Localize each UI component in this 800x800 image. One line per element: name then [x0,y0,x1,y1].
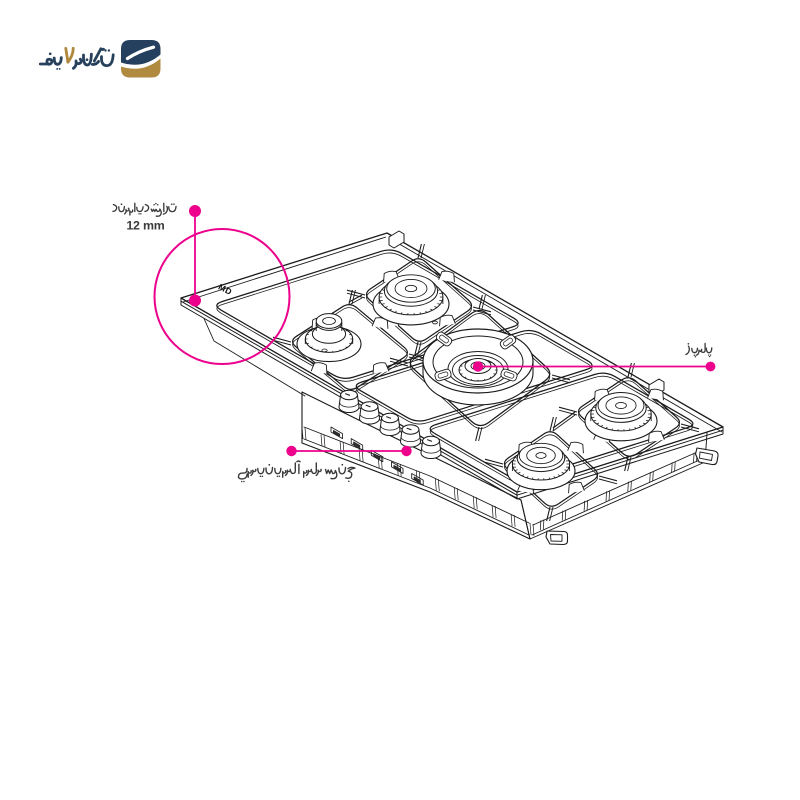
svg-text:12 mm: 12 mm [126,219,164,233]
